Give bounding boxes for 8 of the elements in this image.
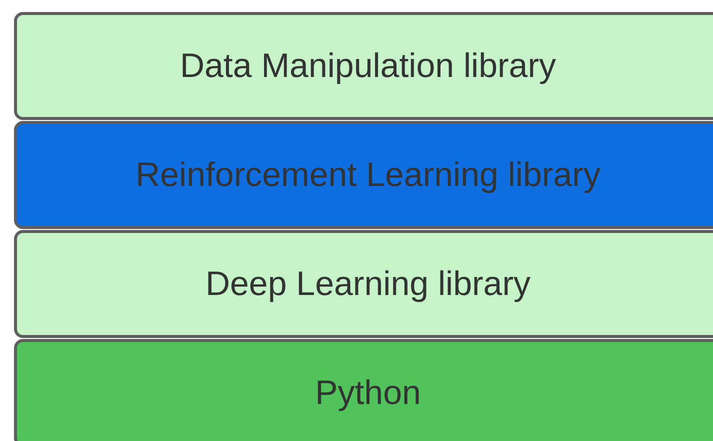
layer-label: Python — [315, 374, 421, 412]
layer-box — [14, 12, 713, 120]
layer-label: Reinforcement Learning library — [136, 156, 600, 194]
layer-label: Data Manipulation library — [180, 46, 556, 86]
layer-box — [14, 230, 713, 338]
layer-label: Deep Learning library — [205, 264, 531, 304]
layer-box — [14, 121, 713, 229]
layer-box — [14, 339, 713, 441]
